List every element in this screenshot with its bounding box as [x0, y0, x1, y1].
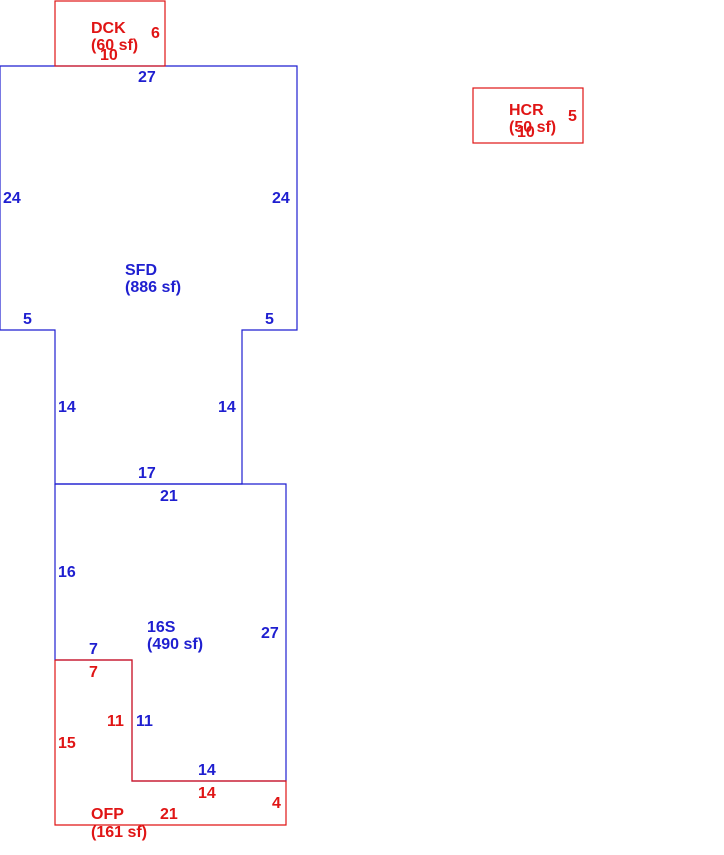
sfd-left-dim: 24 — [3, 190, 21, 207]
s16-top-dim: 21 — [160, 488, 178, 505]
ofp-bottom-dim: 21 — [160, 806, 178, 823]
s16-right-dim: 27 — [261, 625, 279, 642]
dck-height-dim: 6 — [151, 25, 160, 42]
sfd-step-right-dim: 5 — [265, 311, 274, 328]
s16-bottom-dim: 14 — [198, 762, 216, 779]
dck-width-dim: 10 — [100, 47, 118, 64]
sfd-area: (886 sf) — [125, 279, 181, 296]
ofp-inner-dim: 11 — [107, 713, 124, 730]
ofp-code: OFP — [91, 806, 124, 823]
ofp-left-dim: 15 — [58, 735, 76, 752]
sfd-bottom-dim: 17 — [138, 465, 156, 482]
sfd-code: SFD — [125, 262, 157, 279]
ofp-area: (161 sf) — [91, 824, 147, 841]
dck-area: (60 sf) — [91, 37, 138, 54]
ofp-right-dim: 4 — [272, 795, 281, 812]
hcr-outline — [472, 87, 584, 144]
s16-code: 16S — [147, 619, 176, 636]
dck-outline — [54, 0, 166, 67]
sfd-right-dim: 24 — [272, 190, 290, 207]
hcr-width-dim: 10 — [517, 124, 535, 141]
ofp-outline — [54, 659, 287, 826]
s16-notch-side-dim: 11 — [136, 713, 153, 730]
hcr-height-dim: 5 — [568, 108, 577, 125]
sfd-top-dim: 27 — [138, 69, 156, 86]
ofp-mid-dim: 14 — [198, 785, 216, 802]
ofp-top-dim: 7 — [89, 664, 98, 681]
s16-area: (490 sf) — [147, 636, 203, 653]
sfd-neck-right-dim: 14 — [218, 399, 236, 416]
sfd-neck-left-dim: 14 — [58, 399, 76, 416]
sfd-step-left-dim: 5 — [23, 311, 32, 328]
dck-code: DCK — [91, 20, 126, 37]
hcr-area: (50 sf) — [509, 119, 556, 136]
s16-left-dim: 16 — [58, 564, 76, 581]
hcr-code: HCR — [509, 102, 544, 119]
s16-notch-top-dim: 7 — [89, 641, 98, 658]
